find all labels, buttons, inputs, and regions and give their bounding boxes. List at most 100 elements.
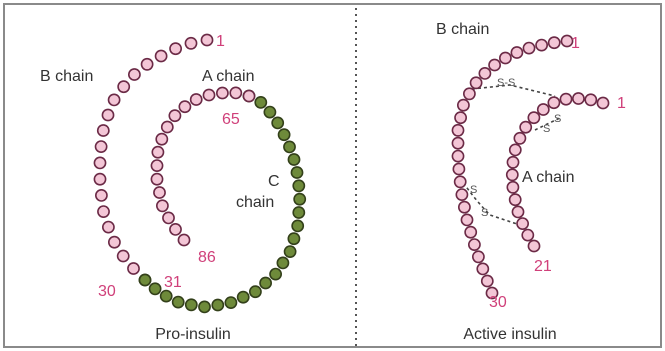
amino-acid-bead	[142, 59, 153, 70]
amino-acid-bead	[512, 206, 523, 217]
amino-acid-bead	[156, 134, 167, 145]
amino-acid-bead	[179, 101, 190, 112]
left-c-chain-label: C	[268, 173, 280, 190]
c-chain-bead	[225, 297, 236, 308]
amino-acid-bead	[507, 182, 518, 193]
amino-acid-bead	[479, 68, 490, 79]
disulfide-label: S-S	[497, 77, 515, 89]
amino-acid-bead	[464, 88, 475, 99]
amino-acid-bead	[477, 263, 488, 274]
c-chain-bead	[250, 286, 261, 297]
amino-acid-bead	[473, 251, 484, 262]
c-chain-bead	[238, 292, 249, 303]
c-chain-bead	[285, 246, 296, 257]
amino-acid-bead	[201, 34, 212, 45]
amino-acid-bead	[456, 189, 467, 200]
amino-acid-bead	[528, 240, 539, 251]
amino-acid-bead	[549, 37, 560, 48]
amino-acid-bead	[94, 174, 105, 185]
c-chain-bead	[199, 301, 210, 312]
amino-acid-bead	[482, 275, 493, 286]
amino-acid-bead	[560, 94, 571, 105]
amino-acid-bead	[548, 97, 559, 108]
c-chain-bead	[288, 233, 299, 244]
c-chain-bead	[279, 129, 290, 140]
c-chain-bead	[212, 299, 223, 310]
c-chain-bead	[291, 167, 302, 178]
left-residue-1: 1	[216, 33, 225, 50]
left-c-chain-label-2: chain	[236, 194, 274, 211]
amino-acid-bead	[151, 174, 162, 185]
amino-acid-bead	[230, 87, 241, 98]
c-chain-bead	[161, 291, 172, 302]
amino-acid-bead	[489, 59, 500, 70]
amino-acid-bead	[511, 47, 522, 58]
c-chain-bead	[255, 97, 266, 108]
c-chain-bead	[260, 277, 271, 288]
c-chain-bead	[294, 194, 305, 205]
amino-acid-bead	[452, 151, 463, 162]
amino-acid-bead	[128, 263, 139, 274]
amino-acid-bead	[109, 94, 120, 105]
c-chain-bead	[277, 257, 288, 268]
amino-acid-bead	[536, 40, 547, 51]
amino-acid-bead	[461, 214, 472, 225]
c-chain-bead	[139, 274, 150, 285]
amino-acid-bead	[162, 121, 173, 132]
amino-acid-bead	[585, 94, 596, 105]
c-chain-bead	[292, 220, 303, 231]
amino-acid-bead	[98, 125, 109, 136]
amino-acid-bead	[455, 112, 466, 123]
amino-acid-bead	[520, 122, 531, 133]
c-chain-bead	[264, 107, 275, 118]
amino-acid-bead	[243, 90, 254, 101]
amino-acid-bead	[471, 77, 482, 88]
left-residue-31: 31	[164, 274, 182, 291]
amino-acid-bead	[500, 52, 511, 63]
left-residue-30: 30	[98, 283, 116, 300]
amino-acid-bead	[157, 200, 168, 211]
disulfide-label: S	[554, 113, 561, 125]
c-chain-bead	[270, 269, 281, 280]
amino-acid-bead	[170, 43, 181, 54]
amino-acid-bead	[522, 230, 533, 241]
amino-acid-bead	[452, 138, 463, 149]
amino-acid-bead	[538, 104, 549, 115]
amino-acid-bead	[170, 224, 181, 235]
amino-acid-bead	[510, 194, 521, 205]
amino-acid-bead	[191, 94, 202, 105]
amino-acid-bead	[94, 157, 105, 168]
disulfide-label: S	[470, 184, 477, 196]
amino-acid-bead	[514, 133, 525, 144]
amino-acid-bead	[185, 38, 196, 49]
c-chain-bead	[150, 283, 161, 294]
amino-acid-bead	[154, 187, 165, 198]
amino-acid-bead	[103, 222, 114, 233]
amino-acid-bead	[523, 43, 534, 54]
amino-acid-bead	[458, 100, 469, 111]
amino-acid-bead	[507, 157, 518, 168]
left-residue-65: 65	[222, 111, 240, 128]
amino-acid-bead	[597, 97, 608, 108]
amino-acid-bead	[96, 141, 107, 152]
amino-acid-bead	[455, 176, 466, 187]
amino-acid-bead	[452, 125, 463, 136]
left-b-chain-label: B chain	[40, 68, 93, 85]
c-chain-bead	[284, 141, 295, 152]
amino-acid-bead	[453, 163, 464, 174]
amino-acid-bead	[528, 112, 539, 123]
amino-acid-bead	[109, 237, 120, 248]
right-a-chain-label: A chain	[522, 169, 574, 186]
right-caption: Active insulin	[463, 326, 556, 343]
right-b-residue-1: 1	[571, 35, 580, 52]
amino-acid-bead	[469, 239, 480, 250]
right-residue-21: 21	[534, 258, 552, 275]
c-chain-bead	[293, 207, 304, 218]
c-chain-bead	[272, 117, 283, 128]
amino-acid-bead	[203, 89, 214, 100]
left-residue-86: 86	[198, 249, 216, 266]
amino-acid-bead	[217, 87, 228, 98]
amino-acid-bead	[169, 110, 180, 121]
